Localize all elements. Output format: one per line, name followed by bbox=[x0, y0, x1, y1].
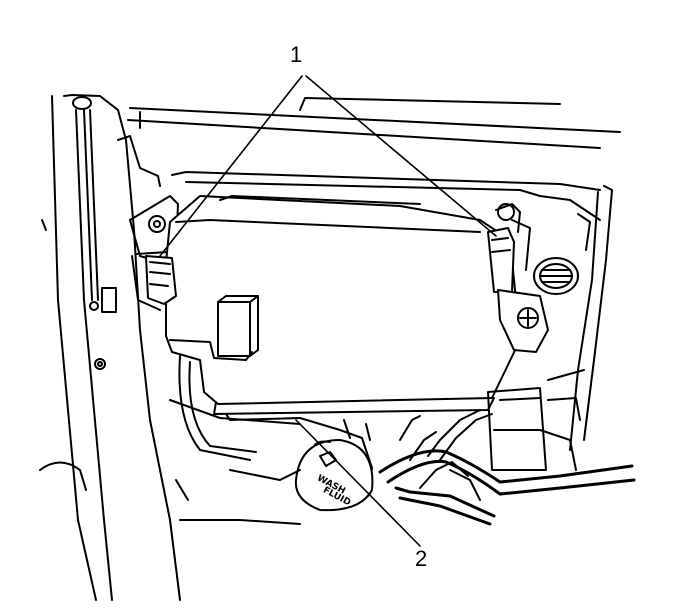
underhood-fuse-block-cover bbox=[165, 195, 521, 421]
right-round-vent bbox=[533, 257, 579, 295]
callout-number-2: 2 bbox=[415, 546, 428, 571]
cover-latch-tab bbox=[217, 301, 251, 357]
cover-clip-left bbox=[145, 255, 177, 305]
lower-electrical-center bbox=[487, 387, 547, 471]
lower-left-hose bbox=[169, 355, 301, 525]
body-panel-top bbox=[127, 97, 621, 191]
callout-2-leader bbox=[295, 419, 421, 547]
wiring-harness bbox=[378, 409, 636, 526]
callout-1-leaders bbox=[159, 75, 497, 257]
right-inner-fender bbox=[519, 185, 613, 471]
cover-clip-right bbox=[487, 203, 531, 293]
washer-fluid-cap: WASH FLUID bbox=[294, 417, 374, 512]
left-fender-pillar bbox=[39, 94, 181, 601]
callout-number-1: 1 bbox=[290, 42, 303, 67]
right-mounting-bracket bbox=[497, 289, 549, 353]
